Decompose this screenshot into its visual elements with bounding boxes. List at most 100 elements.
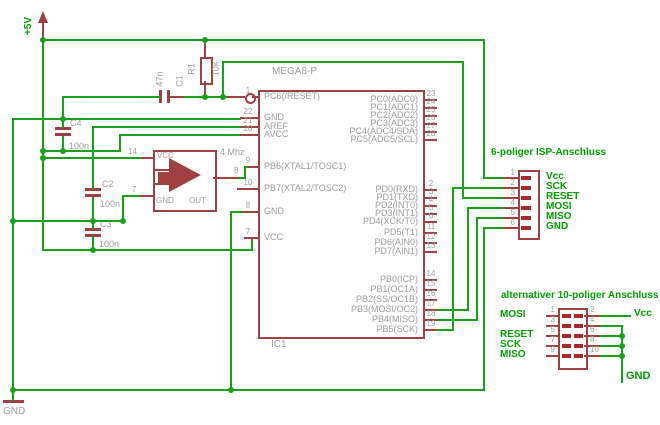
connector-pad <box>521 206 531 210</box>
ic-right-pin-number: 28 <box>426 129 436 138</box>
osc-pin7-number: 7 <box>132 185 137 194</box>
isp6-title: 6-poliger ISP-Anschluss <box>491 147 607 158</box>
ic-left-pin-number: 7 <box>245 227 251 236</box>
isp6-pin-stub <box>503 227 518 229</box>
ic-right-pin-name: PD1(TXD) <box>376 192 418 202</box>
isp6-pin-number: 5 <box>510 208 515 217</box>
ic-left-pin-name: PB7(XTAL2/TOSC2) <box>264 183 347 193</box>
ic-right-pin-name: PB1(OC1A) <box>370 284 418 294</box>
plus5v-arrow-icon <box>38 11 48 23</box>
ic-right-pin-stub <box>423 123 437 125</box>
wire-segment <box>222 61 463 63</box>
junction-dot <box>220 94 226 100</box>
ic-right-pin-number: 15 <box>426 279 436 288</box>
ic-right-pin-name: PC4(ADC4/SDA) <box>349 126 418 136</box>
connector-pad <box>521 186 531 190</box>
ic-right-pin-stub <box>423 309 437 311</box>
wire-segment <box>12 220 124 222</box>
isp10-right-pin-stub <box>584 325 600 327</box>
wire-segment <box>42 249 253 251</box>
isp10-left-pin-label: SCK <box>500 339 522 350</box>
connector-pad <box>562 324 571 328</box>
gnd-label: GND <box>3 406 26 417</box>
isp10-left-pin-label: RESET <box>500 329 534 340</box>
ic-right-pin-number: 26 <box>426 113 436 122</box>
capacitor-c2-plate <box>85 188 101 191</box>
isp10-left-pin-stub <box>546 325 558 327</box>
ic-left-pin-number: 20 <box>243 124 253 133</box>
isp6-pin-label: RESET <box>546 191 580 202</box>
wire-segment <box>12 118 14 391</box>
isp6-pin-stub <box>503 187 518 189</box>
ic-right-pin-number: 23 <box>426 89 436 98</box>
ic-right-pin-stub <box>423 329 437 331</box>
isp6-pin-stub <box>503 207 518 209</box>
ic-right-pin-stub <box>423 221 437 223</box>
junction-dot <box>60 148 66 154</box>
ic-right-pin-name: PD0(RXD) <box>375 184 418 194</box>
wire-segment <box>42 39 44 251</box>
ic-left-pin-number: 8 <box>245 201 251 210</box>
connector-pad <box>521 196 531 200</box>
ic-left-pin-name: GND <box>264 112 284 122</box>
wire-segment <box>600 355 623 357</box>
connector-pad <box>562 334 571 338</box>
wire-segment <box>452 187 454 331</box>
connector-pad <box>574 324 583 328</box>
connector-pad <box>521 176 531 180</box>
wire-segment <box>42 39 485 41</box>
ic-right-pin-number: 6 <box>428 211 434 220</box>
ic-right-pin-name: PB4(MISO) <box>371 314 418 324</box>
isp10-left-pin-number: 9 <box>550 345 555 354</box>
component-pin <box>244 237 258 239</box>
component-pin <box>227 96 245 98</box>
ic-right-pin-stub <box>423 99 437 101</box>
component-pin <box>242 211 258 213</box>
isp10-gnd-label: GND <box>626 370 651 382</box>
ic-left-pin-number: 9 <box>245 156 251 165</box>
isp10-left-pin-stub <box>546 355 558 357</box>
crystal-icon <box>158 172 171 183</box>
wire-segment <box>92 236 94 251</box>
c3-value-label: 100n <box>99 239 120 249</box>
wire-segment <box>119 134 241 136</box>
ic-right-pin-stub <box>423 213 437 215</box>
wire-segment <box>12 118 241 120</box>
component-pin <box>141 195 153 197</box>
isp10-right-pin-number: 2 <box>590 305 595 314</box>
connector-pad <box>562 314 571 318</box>
capacitor-c4-plate <box>55 133 71 136</box>
junction-dot <box>202 37 208 43</box>
isp10-right-pin-stub <box>584 355 600 357</box>
isp6-pin-label: Vcc <box>546 171 564 182</box>
wire-segment <box>244 166 246 179</box>
component-pin <box>204 40 206 57</box>
ic-right-pin-stub <box>423 279 437 281</box>
wire-segment <box>437 319 478 321</box>
wire-segment <box>462 197 504 199</box>
ic-right-pin-stub <box>423 189 437 191</box>
wire-segment <box>600 335 623 337</box>
isp10-left-pin-stub <box>546 335 558 337</box>
capacitor-c3-plate <box>85 228 101 231</box>
capacitor-c4-plate <box>55 127 71 130</box>
junction-dot <box>619 353 625 359</box>
ic-right-pin-stub <box>423 205 437 207</box>
capacitor-c1-plate <box>159 90 162 103</box>
oscillator-amp-triangle <box>169 158 201 192</box>
wire-segment <box>600 345 623 347</box>
junction-dot <box>619 343 625 349</box>
wire-segment <box>230 211 242 213</box>
wire-segment <box>484 177 504 179</box>
wire-segment <box>122 195 141 197</box>
wire-segment <box>12 389 485 391</box>
connector-pad <box>562 344 571 348</box>
isp10-title: alternativer 10-poliger Anschluss <box>501 290 659 301</box>
isp10-right-pin-number: 10 <box>590 345 599 354</box>
c2-ref-label: C2 <box>102 179 114 189</box>
isp6-pin-label: MOSI <box>546 201 572 212</box>
ic-right-pin-stub <box>423 319 437 321</box>
component-pin <box>252 96 258 98</box>
ic-right-pin-stub <box>423 131 437 133</box>
wire-segment <box>476 217 478 321</box>
